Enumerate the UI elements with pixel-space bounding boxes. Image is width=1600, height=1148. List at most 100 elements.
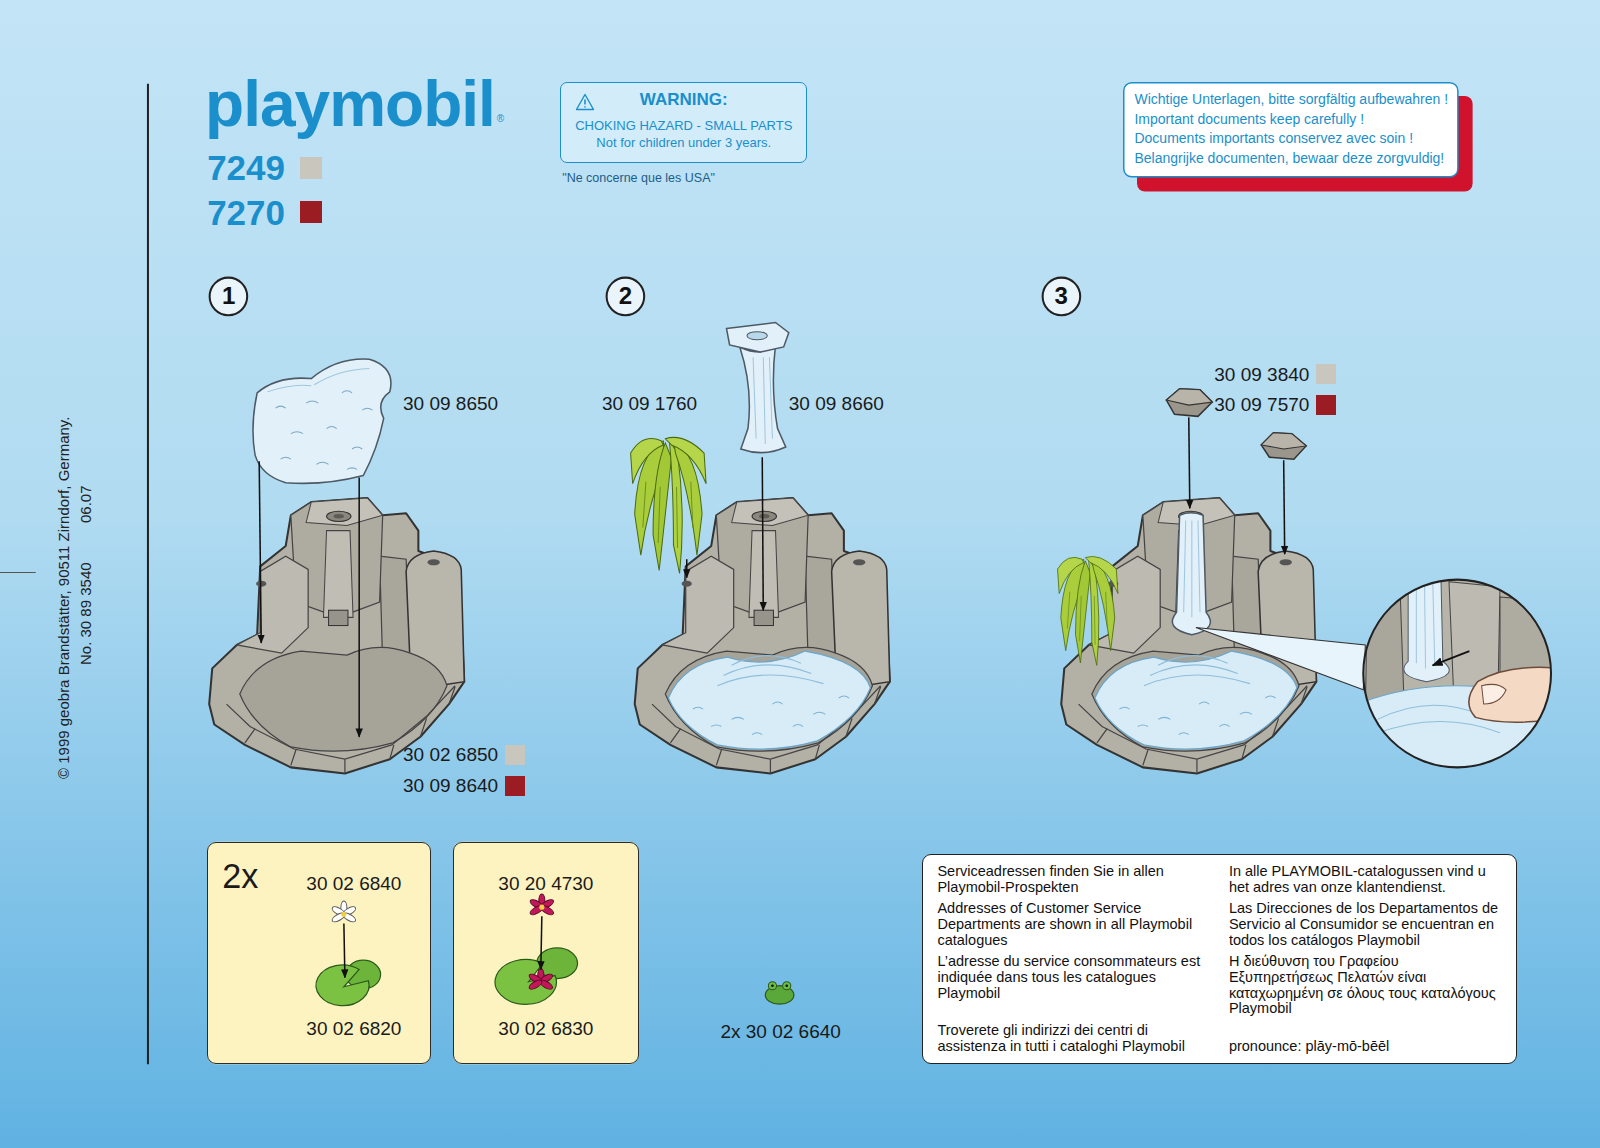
step-3-figure [1482, 684, 1506, 704]
water-lily-white [344, 923, 345, 977]
legend-entry: 30 09 3840 [1214, 364, 1336, 384]
part-number: 30 09 8660 [789, 394, 884, 413]
step-2-figure [762, 457, 763, 610]
step-3-figure [1058, 556, 1118, 665]
notice-text: Belangrijke documenten, bewaar deze zorg… [1134, 149, 1448, 169]
part-number: 30 09 7570 [1214, 395, 1309, 414]
step-3-figure [1469, 667, 1561, 722]
step-circle: 3 [1041, 276, 1082, 317]
parts-box: 2x30 02 684030 02 6820 [207, 842, 430, 1064]
step-3-figure [1363, 580, 1551, 768]
legend-entry: 30 09 8640 [403, 776, 525, 796]
legend-entry: 7270 [207, 195, 322, 230]
frog [768, 982, 776, 990]
step-number: 2 [619, 284, 632, 308]
article-number: No. 30 89 3540 [78, 563, 93, 666]
color-swatch [505, 776, 525, 796]
step-2-figure [686, 559, 688, 577]
service-text: In alle PLAYMOBIL-catalogussen vind u he… [1229, 864, 1504, 895]
water-lily-red [541, 916, 542, 969]
frog [771, 984, 774, 987]
quantity: 2x [208, 859, 278, 893]
step-3-figure [1261, 433, 1306, 460]
service-text: L’adresse du service consommateurs est i… [937, 954, 1212, 1017]
label-holder: 30 09 1760 [602, 394, 697, 413]
pronunciation: pronounce: plāy-mō-bēēl [1229, 1039, 1504, 1055]
step-3-figure [1357, 571, 1561, 775]
label-holder: 30 09 8650 [403, 394, 498, 413]
service-text: Troverete gli indirizzi dei centri di as… [937, 1023, 1212, 1054]
step-number: 3 [1055, 284, 1068, 308]
warning-icon [575, 93, 595, 111]
step-1-figure [267, 368, 369, 391]
notice-box: Wichtige Unterlagen, bitte sorgfältig au… [1123, 82, 1459, 178]
step-3-figure [1189, 417, 1190, 508]
part-number: 30 02 6850 [403, 745, 498, 764]
color-swatch [1316, 364, 1336, 384]
logo-holder: playmobil [205, 72, 495, 136]
parts-panels [207, 842, 639, 1064]
step-3-figure [1404, 571, 1449, 681]
color-swatch [1316, 395, 1336, 415]
service-text: Serviceadressen finden Sie in allen Play… [937, 864, 1212, 895]
warning-box: WARNING:CHOKING HAZARD - SMALL PARTSNot … [560, 82, 807, 164]
step-1-figure [358, 478, 360, 737]
color-swatch [300, 201, 322, 223]
step-circle-outline [1042, 277, 1080, 315]
parts-panels [453, 842, 639, 1064]
frog [765, 982, 794, 1004]
part-number: 30 09 3840 [1214, 365, 1309, 384]
frog [783, 982, 791, 990]
step-2-figure [753, 357, 772, 444]
water-lily-red [495, 894, 577, 1004]
registered-mark: ® [497, 114, 504, 124]
part-number: 30 02 6820 [306, 1019, 401, 1038]
warning-icon [584, 99, 586, 107]
step-3-figure [1058, 389, 1562, 776]
legend-entry: 30 09 7570 [1214, 395, 1336, 415]
step-1-figure [209, 359, 464, 773]
parts-box: 30 20 473030 02 6830 [453, 842, 639, 1064]
label-holder: No. 30 89 3540 [78, 563, 93, 666]
label-holder: 2x 30 02 6640 [720, 1022, 840, 1041]
warning-icon [577, 94, 594, 109]
part-number: 30 09 8640 [403, 776, 498, 795]
water-lily-white [316, 965, 369, 1006]
step-circle-outline [607, 277, 645, 315]
step-3-figure [1261, 433, 1306, 449]
step-3-figure [1166, 389, 1212, 405]
part-number: 30 09 1760 [602, 394, 697, 413]
service-text: Η διεύθυνση του Γραφείου Εξυπηρετήσεως Π… [1229, 954, 1504, 1017]
step-circle: 1 [208, 276, 249, 317]
brand-logo: playmobil [205, 72, 495, 136]
legend-entry: 7249 [207, 150, 322, 185]
water-lily-white [331, 901, 357, 924]
step-3-figure [1416, 577, 1434, 669]
step-3-figure [1433, 651, 1470, 665]
label-holder: ® [497, 114, 504, 124]
notice-text: Documents importants conservez avec soin… [1134, 129, 1448, 149]
step-1-figure [276, 391, 373, 470]
water-lily-white [316, 901, 381, 1006]
service-text: Las Direcciones de los Departamentos de … [1229, 901, 1504, 948]
warning-text: CHOKING HAZARD - SMALL PARTS [575, 117, 792, 134]
water-lily-white [341, 912, 346, 917]
label-holder: "Ne concerne que les USA" [562, 172, 715, 185]
step-number: 1 [222, 284, 235, 308]
step-3-figure [1184, 520, 1200, 617]
color-swatch [300, 157, 322, 179]
usa-note: "Ne concerne que les USA" [562, 172, 715, 185]
service-text: Addresses of Customer Service Department… [937, 901, 1212, 948]
warning-text: Not for children under 3 years. [575, 134, 792, 151]
legend-entry: 30 02 6850 [403, 745, 525, 765]
step-1-figure [209, 498, 464, 774]
step-2-figure [668, 651, 870, 749]
set-number: 7270 [207, 195, 285, 230]
label-holder: 30 09 8660 [789, 394, 884, 413]
step-2-figure [747, 332, 767, 340]
step-1-figure [253, 359, 391, 483]
notice-box-outline [1124, 82, 1458, 176]
water-lily-red [539, 905, 544, 910]
copyright-text: © 1999 geobra Brandstätter, 90511 Zirndo… [56, 416, 71, 778]
